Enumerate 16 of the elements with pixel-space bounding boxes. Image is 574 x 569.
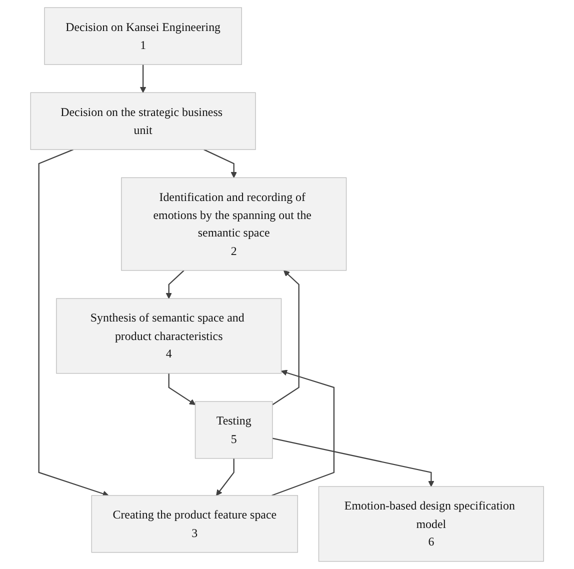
arrow: [272, 270, 300, 406]
node-box: Decision on Kansei Engineering 1: [44, 7, 242, 65]
node-box: Testing 5: [194, 401, 273, 459]
arrow: [168, 373, 196, 405]
arrow: [271, 370, 334, 496]
arrow: [38, 149, 109, 497]
node-box: Identification and recording of emotions by the spanning out the semantic space 2: [120, 177, 347, 271]
node-box: Decision on the strategic business unit: [30, 92, 256, 150]
node-box: Emotion-based design specification model 6: [318, 486, 544, 562]
arrow: [203, 149, 237, 178]
node-box: Creating the product feature space 3: [91, 495, 298, 553]
arrow: [272, 438, 434, 487]
arrow: [140, 64, 146, 93]
node-box: Synthesis of semantic space and product characteristics 4: [56, 298, 282, 374]
arrow: [216, 458, 234, 496]
arrow: [166, 270, 184, 299]
